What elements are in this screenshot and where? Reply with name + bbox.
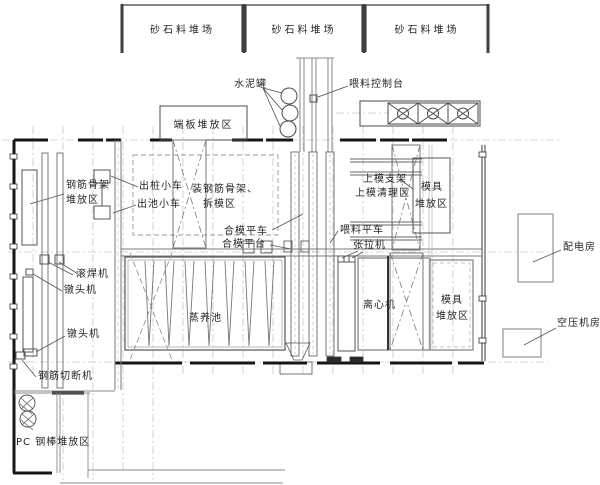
- grid-lines: [2, 112, 560, 480]
- steam-pools: [124, 252, 286, 361]
- feed-cart-label: 喂料平车: [340, 225, 384, 236]
- mold-close-platform-label: 合模平台: [222, 239, 266, 250]
- pc-rod-area-label: PC 钢棒堆放区: [16, 437, 91, 448]
- tension-machine-label: 张拉机: [353, 240, 386, 251]
- tension-machine-shape: [337, 250, 364, 352]
- mold-storage-top-label-line2: 堆放区: [415, 199, 448, 210]
- centrifuge-label: 离心机: [363, 300, 396, 311]
- mixing-station: [359, 100, 481, 127]
- feed-console-marker: [309, 85, 349, 103]
- centrifuge-area: [357, 252, 431, 351]
- yard-label-1: 砂石料堆场: [150, 25, 215, 36]
- yard-label-2: 砂石料堆场: [271, 25, 337, 36]
- end-plate-area-label: 端板堆放区: [173, 119, 234, 131]
- install-demold-label-line2: 拆模区: [203, 199, 236, 210]
- upper-mold-section: [350, 144, 451, 350]
- roll-welder-label: 滚焊机: [76, 269, 109, 280]
- mold-close-cart-label: 合模平车: [224, 226, 268, 237]
- rebar-frame-area-label-line2: 堆放区: [66, 195, 99, 206]
- mold-storage-bottom-box: [429, 259, 474, 351]
- air-compressor-room-label: 空压机房: [557, 318, 600, 329]
- pc-rod-annex: [14, 392, 285, 484]
- feed-console-label: 喂料控制台: [349, 79, 404, 90]
- cement-tank-icons: [262, 87, 299, 138]
- demold-area: [132, 139, 279, 249]
- cement-tank-label: 水泥罐: [234, 79, 267, 90]
- yard-label-3: 砂石料堆场: [394, 25, 460, 36]
- feed-tower-rails: [279, 57, 335, 375]
- aggregate-yard-boxes: [120, 4, 490, 53]
- rebar-bay-equipment: [14, 140, 122, 392]
- right-wall: [481, 145, 486, 361]
- install-demold-label-line1: 装钢筋骨架、: [192, 184, 258, 195]
- upper-mold-clean-area-label: 上模清理区: [355, 188, 410, 199]
- outside-rooms: [502, 213, 562, 358]
- rebar-cutter-label: 钢筋切断机: [38, 371, 93, 382]
- wall-column-ticks: [9, 151, 487, 370]
- pool-out-cart-label: 出池小车: [137, 199, 181, 210]
- header-machine-1-label: 镦头机: [64, 285, 97, 296]
- steam-pool-label: 蒸养池: [189, 313, 222, 324]
- label-leaders: [21, 175, 414, 378]
- header-machine-2-label: 镦头机: [67, 329, 100, 340]
- pile-out-cart-label: 出桩小车: [139, 181, 183, 192]
- rebar-frame-area-label-line1: 钢筋骨架: [66, 180, 110, 191]
- mold-storage-bottom-label-line2: 堆放区: [436, 311, 469, 322]
- power-room-label: 配电房: [563, 242, 596, 253]
- upper-mold-support-label: 上模支架: [363, 174, 407, 185]
- mold-storage-bottom-label-line1: 模具: [441, 295, 463, 306]
- mold-storage-top-label-line1: 模具: [421, 182, 443, 193]
